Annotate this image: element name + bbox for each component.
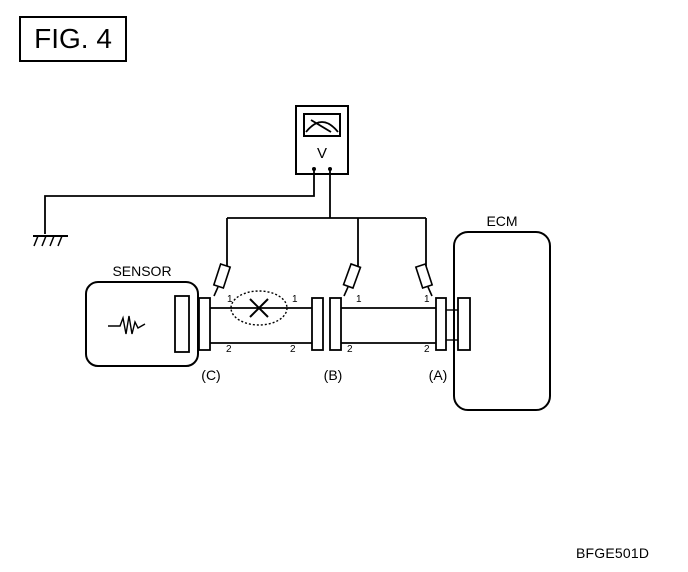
connector-a-label: (A) [429, 367, 448, 383]
connector-a-pin2: 2 [424, 344, 430, 355]
figure-code: BFGE501D [576, 545, 650, 561]
ground-lead [44, 170, 315, 234]
connector-b-pin1-right: 1 [356, 294, 362, 305]
open-circuit-icon [230, 290, 288, 326]
ecm-label: ECM [486, 213, 517, 229]
voltmeter-icon: V [295, 105, 349, 175]
connector-c-pin1: 1 [227, 294, 233, 305]
probe-bus [226, 170, 427, 266]
connector-a: (A) 1 2 [424, 294, 471, 383]
harness-c-b [210, 307, 312, 344]
connector-b-label: (B) [324, 367, 343, 383]
connector-b-pin2-right: 2 [347, 344, 353, 355]
ecm-box: ECM [453, 213, 551, 411]
harness-b-a [341, 307, 436, 344]
sensor-box: SENSOR [85, 263, 199, 367]
connector-b-pin1-left: 1 [292, 294, 298, 305]
positive-terminal [328, 167, 332, 171]
connector-b-pin2-left: 2 [290, 344, 296, 355]
connector-c-pin2: 2 [226, 344, 232, 355]
sensor-label: SENSOR [112, 263, 171, 279]
probe-b [342, 262, 362, 297]
probe-c [212, 262, 232, 297]
connector-c: (C) 1 2 [198, 294, 233, 383]
voltmeter-label: V [317, 145, 327, 162]
probe-a [414, 262, 434, 297]
connector-a-pin1: 1 [424, 294, 430, 305]
sensor-waveform-icon [108, 315, 146, 335]
connector-c-label: (C) [201, 367, 220, 383]
ground-icon [33, 235, 68, 247]
figure-label: FIG. 4 [19, 16, 127, 62]
negative-terminal [312, 167, 316, 171]
connector-b: (B) 1 2 1 2 [290, 294, 362, 383]
